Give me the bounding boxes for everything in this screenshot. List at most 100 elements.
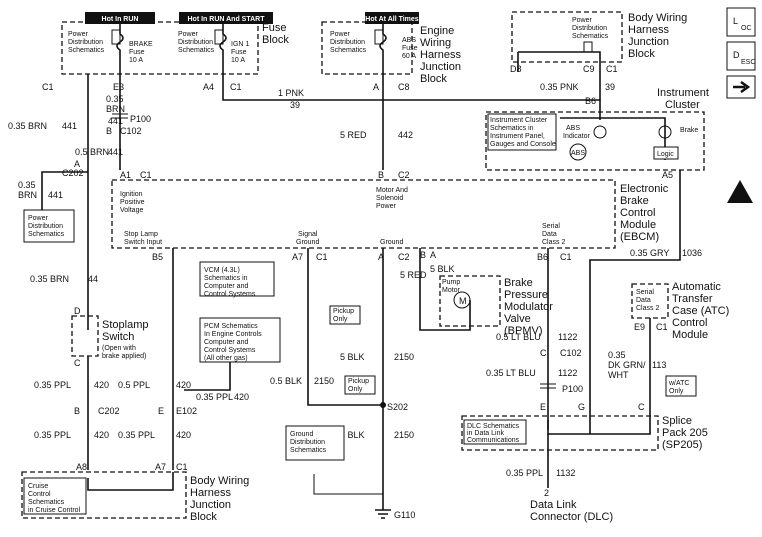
svg-text:Distribution: Distribution bbox=[572, 25, 607, 32]
svg-text:Harness: Harness bbox=[628, 24, 669, 36]
svg-text:Solenoid: Solenoid bbox=[376, 195, 403, 202]
svg-text:420: 420 bbox=[176, 380, 191, 390]
svg-text:5 RED: 5 RED bbox=[340, 130, 367, 140]
svg-text:0.35 GRY: 0.35 GRY bbox=[630, 248, 669, 258]
svg-text:420: 420 bbox=[94, 430, 109, 440]
svg-text:2: 2 bbox=[544, 488, 549, 498]
svg-text:0.35: 0.35 bbox=[608, 350, 626, 360]
instrument-cluster-title: Instrument bbox=[657, 87, 709, 99]
svg-text:Control Systems: Control Systems bbox=[204, 291, 256, 298]
svg-text:Fuse: Fuse bbox=[129, 49, 145, 56]
svg-text:Control: Control bbox=[620, 207, 655, 219]
svg-text:C2: C2 bbox=[398, 252, 410, 262]
svg-text:P100: P100 bbox=[130, 114, 151, 124]
svg-text:(Open with: (Open with bbox=[102, 345, 136, 352]
svg-text:Harness: Harness bbox=[190, 487, 231, 499]
svg-text:441: 441 bbox=[108, 116, 123, 126]
svg-text:B: B bbox=[106, 126, 112, 136]
svg-text:Schematics in: Schematics in bbox=[204, 275, 248, 282]
svg-text:420: 420 bbox=[234, 392, 249, 402]
svg-text:Module: Module bbox=[672, 329, 708, 341]
svg-text:Junction: Junction bbox=[190, 499, 231, 511]
svg-text:(BPMV): (BPMV) bbox=[504, 325, 543, 337]
pickup-only-note-1 bbox=[329, 305, 361, 325]
hot-run-start-label: Hot In RUN And START bbox=[188, 16, 266, 23]
svg-text:Connector (DLC): Connector (DLC) bbox=[530, 511, 613, 523]
svg-text:Case (ATC): Case (ATC) bbox=[672, 305, 729, 317]
svg-text:(SP205): (SP205) bbox=[662, 439, 702, 451]
svg-text:39: 39 bbox=[605, 82, 615, 92]
hot-all-times-tag bbox=[365, 12, 419, 24]
svg-text:Control Systems: Control Systems bbox=[204, 347, 256, 354]
g110-ground-icon bbox=[375, 509, 391, 519]
svg-text:442: 442 bbox=[398, 130, 413, 140]
svg-text:D: D bbox=[733, 50, 740, 60]
svg-text:C1: C1 bbox=[42, 82, 54, 92]
svg-text:Indicator: Indicator bbox=[563, 133, 591, 140]
ewh-jb-title: Engine bbox=[420, 25, 454, 37]
svg-text:VCM (4.3L): VCM (4.3L) bbox=[204, 267, 240, 274]
instrument-cluster-outline bbox=[485, 111, 705, 171]
svg-text:(All other gas): (All other gas) bbox=[204, 355, 248, 362]
svg-text:Pack 205: Pack 205 bbox=[662, 427, 708, 439]
svg-text:0.5 LT BLU: 0.5 LT BLU bbox=[496, 332, 541, 342]
svg-text:C1: C1 bbox=[230, 82, 242, 92]
pds-label-2c: Schematics bbox=[178, 47, 215, 54]
svg-text:(EBCM): (EBCM) bbox=[620, 231, 659, 243]
svg-text:Pump: Pump bbox=[442, 279, 460, 286]
svg-text:w/ATC: w/ATC bbox=[668, 380, 689, 387]
svg-text:10 A: 10 A bbox=[129, 57, 143, 64]
svg-text:C1: C1 bbox=[656, 322, 668, 332]
svg-text:441: 441 bbox=[62, 121, 77, 131]
svg-text:in Cruise Control: in Cruise Control bbox=[28, 507, 81, 514]
svg-text:C1: C1 bbox=[606, 64, 618, 74]
svg-text:Only: Only bbox=[333, 316, 348, 323]
svg-text:C: C bbox=[540, 348, 547, 358]
svg-text:B: B bbox=[420, 250, 426, 260]
svg-text:A: A bbox=[373, 82, 379, 92]
cruise-ref bbox=[23, 477, 87, 515]
svg-text:60 A: 60 A bbox=[402, 53, 416, 60]
hot-run-tag bbox=[85, 12, 155, 24]
svg-text:D: D bbox=[74, 306, 81, 316]
svg-text:Schematics in: Schematics in bbox=[490, 125, 534, 132]
svg-text:Block: Block bbox=[262, 34, 289, 46]
svg-text:Harness: Harness bbox=[420, 49, 461, 61]
svg-text:Ground: Ground bbox=[296, 239, 319, 246]
svg-text:1 PNK: 1 PNK bbox=[278, 88, 304, 98]
splice-pack-outline bbox=[461, 415, 659, 451]
svg-text:ABS: ABS bbox=[402, 37, 416, 44]
svg-text:Modulator: Modulator bbox=[504, 301, 553, 313]
svg-text:D8: D8 bbox=[510, 64, 522, 74]
svg-text:B: B bbox=[378, 170, 384, 180]
loc-icon[interactable] bbox=[726, 7, 756, 37]
svg-text:420: 420 bbox=[94, 380, 109, 390]
brake-indicator-lamp bbox=[658, 125, 672, 139]
svg-text:A: A bbox=[74, 159, 80, 169]
wire-035-gry-1036 bbox=[589, 170, 681, 420]
bwh-jb-bottom-outline bbox=[21, 471, 187, 519]
svg-text:0.35 BRN: 0.35 BRN bbox=[30, 274, 69, 284]
svg-text:Computer and: Computer and bbox=[204, 339, 248, 346]
svg-text:Distribution: Distribution bbox=[330, 39, 365, 46]
svg-text:BRN: BRN bbox=[106, 104, 125, 114]
logic-box bbox=[653, 146, 679, 160]
svg-text:Pickup: Pickup bbox=[348, 378, 369, 385]
svg-text:Computer and: Computer and bbox=[204, 283, 248, 290]
svg-text:A1: A1 bbox=[120, 170, 131, 180]
svg-text:Valve: Valve bbox=[504, 313, 531, 325]
desc-icon[interactable] bbox=[726, 41, 756, 71]
svg-text:Control: Control bbox=[28, 491, 51, 498]
pds-ref-box-2 bbox=[214, 29, 224, 45]
svg-text:Ground: Ground bbox=[380, 239, 403, 246]
svg-text:Instrument Cluster: Instrument Cluster bbox=[490, 117, 548, 124]
svg-text:E9: E9 bbox=[634, 322, 645, 332]
svg-text:Serial: Serial bbox=[542, 223, 560, 230]
svg-text:0.35 PNK: 0.35 PNK bbox=[540, 82, 579, 92]
svg-text:Fuse: Fuse bbox=[402, 45, 418, 52]
svg-text:0.35 PPL: 0.35 PPL bbox=[118, 430, 155, 440]
svg-text:Schematics: Schematics bbox=[28, 499, 65, 506]
svg-text:Schematics: Schematics bbox=[572, 33, 609, 40]
svg-text:Class 2: Class 2 bbox=[636, 305, 659, 312]
